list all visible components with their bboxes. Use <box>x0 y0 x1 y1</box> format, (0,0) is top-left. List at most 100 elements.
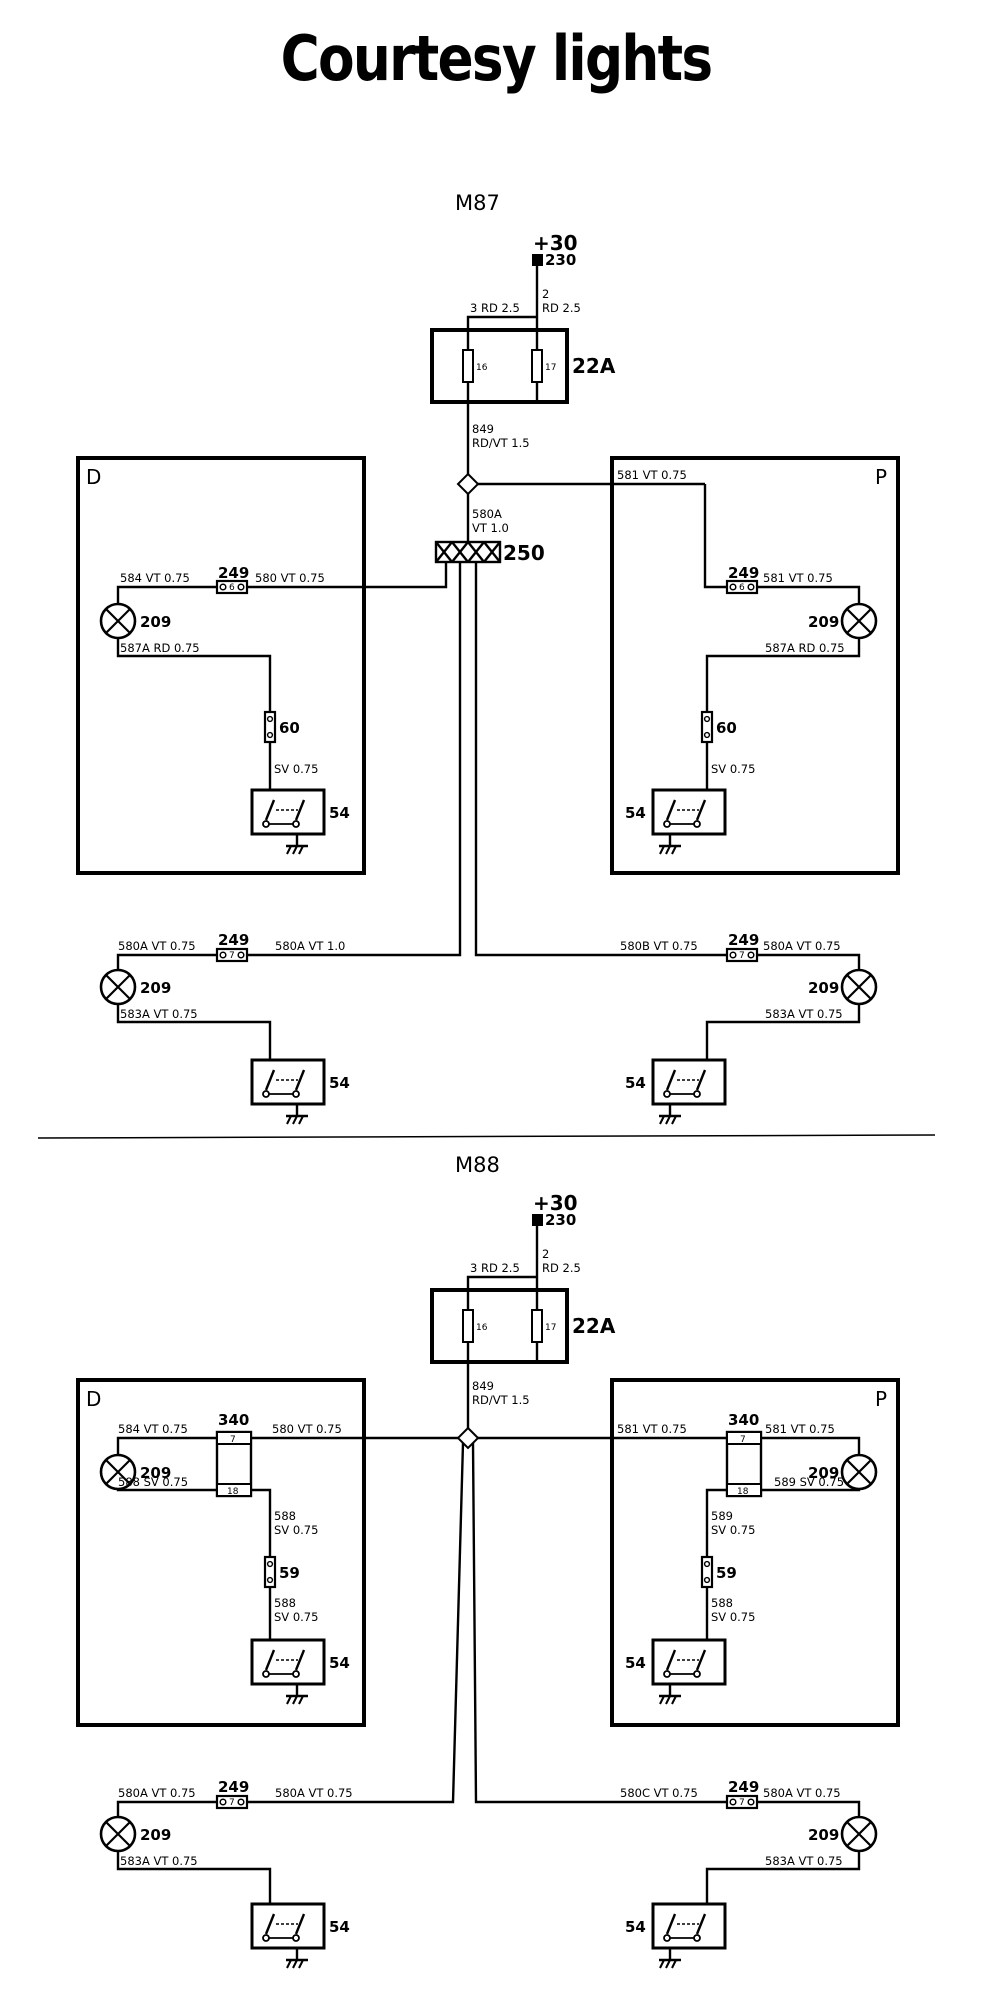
wire-label: SV 0.75 <box>274 762 318 776</box>
fuse-number: 17 <box>545 1323 556 1333</box>
wire-label: 580A VT 0.75 <box>118 1786 196 1800</box>
ground-icon <box>657 1946 683 1970</box>
wire-label: 589 SV 0.75 <box>774 1475 844 1489</box>
fusebox-label: 22A <box>572 354 616 378</box>
supply-label: +30 <box>533 1191 578 1215</box>
connector-pin: 7 <box>740 1435 746 1445</box>
wire-label: RD 2.5 <box>542 1261 581 1275</box>
switch-label: 54 <box>625 1654 646 1672</box>
door-switch-icon <box>651 1638 727 1686</box>
switch-label: 54 <box>329 1654 350 1672</box>
wire-label: 580A VT 0.75 <box>763 939 841 953</box>
switch-label: 54 <box>625 1074 646 1092</box>
wire-label: 583A VT 0.75 <box>120 1007 198 1021</box>
wire-label: 580A VT 0.75 <box>763 1786 841 1800</box>
connector-pin: 6 <box>229 583 235 593</box>
ground-icon <box>657 1682 683 1706</box>
wire-label: 581 VT 0.75 <box>765 1422 835 1436</box>
lamp-label: 209 <box>140 1826 171 1844</box>
wire-label: SV 0.75 <box>711 1610 755 1624</box>
wire-label: 583A VT 0.75 <box>765 1007 843 1021</box>
wire-label: 3 RD 2.5 <box>470 301 520 315</box>
wire-label: 849 <box>472 1379 494 1393</box>
wire-label: 584 VT 0.75 <box>118 1422 188 1436</box>
component-label: 60 <box>716 719 737 737</box>
wire-label: 580A VT 1.0 <box>275 939 345 953</box>
door-switch-icon <box>651 1902 727 1950</box>
connector-label: 249 <box>218 564 249 582</box>
fuse-number: 16 <box>476 363 488 373</box>
component-60-icon <box>263 710 277 744</box>
fuse-box-22a <box>430 328 569 404</box>
component-label: 59 <box>279 1564 300 1582</box>
wire-label: SV 0.75 <box>711 762 755 776</box>
ground-icon <box>284 1102 310 1126</box>
connector-pin: 7 <box>230 1435 236 1445</box>
lamp-icon <box>99 968 137 1006</box>
section-m88: M88 +30 230 2 RD 2.5 3 RD 2.5 16 17 22A … <box>76 1153 900 1970</box>
ground-icon <box>284 1946 310 1970</box>
door-module-d <box>76 456 366 875</box>
connector-label: 249 <box>728 1778 759 1796</box>
connector-pin: 18 <box>227 1487 239 1497</box>
lamp-icon <box>840 968 878 1006</box>
wire-label: SV 0.75 <box>274 1523 318 1537</box>
component-59-icon <box>263 1555 277 1589</box>
lamp-label: 209 <box>140 1464 171 1482</box>
splice-label: 250 <box>503 541 545 565</box>
connector-label: 249 <box>728 564 759 582</box>
door-switch-icon <box>250 1902 326 1950</box>
lamp-icon <box>840 1815 878 1853</box>
lamp-icon <box>840 602 878 640</box>
wire-label: 587A RD 0.75 <box>120 641 200 655</box>
component-59-icon <box>700 1555 714 1589</box>
wire-label: VT 1.0 <box>472 521 509 535</box>
door-label-p: P <box>875 1387 887 1411</box>
wire-label: 581 VT 0.75 <box>763 571 833 585</box>
door-label-d: D <box>86 1387 101 1411</box>
wire-label: 2 <box>542 287 549 301</box>
wire-label: 2 <box>542 1247 549 1261</box>
lamp-icon <box>840 1453 878 1491</box>
lamp-label: 209 <box>808 979 839 997</box>
door-label-d: D <box>86 465 101 489</box>
fuse-icon <box>462 1309 474 1343</box>
supply-component: 230 <box>545 1211 576 1229</box>
lamp-label: 209 <box>808 1826 839 1844</box>
wire-label: 580A VT 0.75 <box>275 1786 353 1800</box>
fuse-icon <box>462 349 474 383</box>
connector-label: 249 <box>728 931 759 949</box>
wire-label: 584 VT 0.75 <box>120 571 190 585</box>
wire-label: 580A VT 0.75 <box>118 939 196 953</box>
section-label-m88: M88 <box>455 1153 500 1177</box>
fusebox-label: 22A <box>572 1314 616 1338</box>
wire-label: RD/VT 1.5 <box>472 436 530 450</box>
wire-label: 588 <box>274 1596 296 1610</box>
wire-label: 588 <box>274 1509 296 1523</box>
lamp-label: 209 <box>808 1464 839 1482</box>
wire-label: 580B VT 0.75 <box>620 939 698 953</box>
fuse-icon <box>531 1309 543 1343</box>
wire-label: 587A RD 0.75 <box>765 641 845 655</box>
connector-label: 340 <box>218 1411 249 1429</box>
lamp-icon <box>99 602 137 640</box>
page-title: Courtesy lights <box>280 22 714 95</box>
wire-label: RD 2.5 <box>542 301 581 315</box>
fuse-icon <box>531 349 543 383</box>
section-label-m87: M87 <box>455 191 500 215</box>
switch-label: 54 <box>329 1918 350 1936</box>
connector-label: 249 <box>218 1778 249 1796</box>
connector-pin: 18 <box>737 1487 749 1497</box>
wire-label: 580 VT 0.75 <box>272 1422 342 1436</box>
door-module-d <box>76 1378 366 1727</box>
ground-icon <box>284 1682 310 1706</box>
connector-pin: 7 <box>229 1798 235 1808</box>
door-switch-icon <box>250 1058 326 1106</box>
wire-label: 588 <box>711 1596 733 1610</box>
connector-pin: 7 <box>739 951 745 961</box>
wire-label: 583A VT 0.75 <box>120 1854 198 1868</box>
connector-pin: 7 <box>739 1798 745 1808</box>
connector-pin: 6 <box>739 583 745 593</box>
wire-label: 580C VT 0.75 <box>620 1786 698 1800</box>
wire-label: 3 RD 2.5 <box>470 1261 520 1275</box>
